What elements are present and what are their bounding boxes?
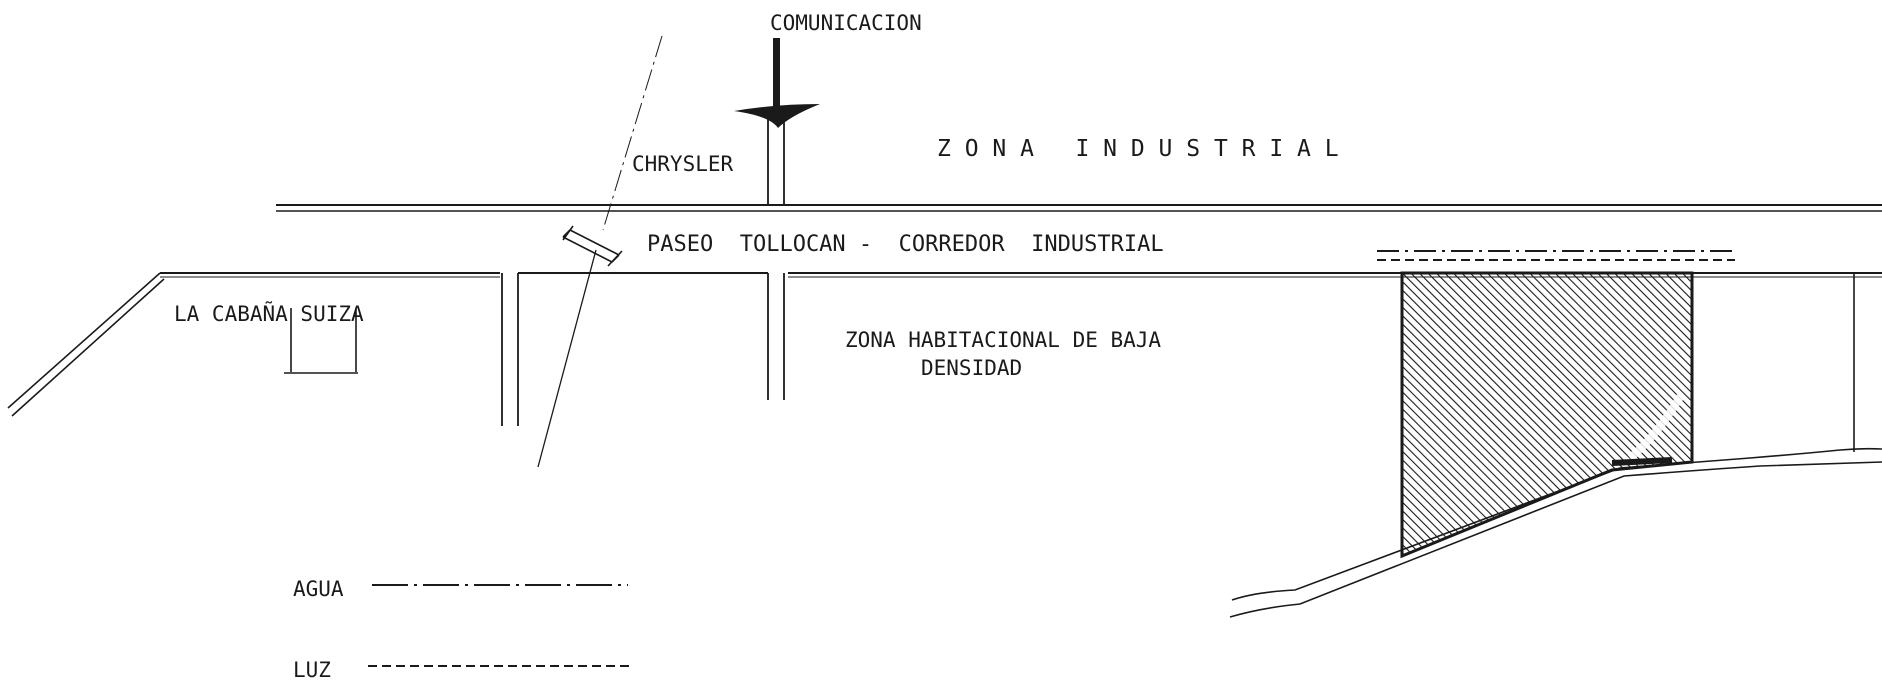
lot-utility-lines bbox=[1377, 250, 1735, 261]
la-cabana-suiza-label: LA CABAÑA SUIZA bbox=[174, 300, 364, 326]
zona-industrial-label: Z O N A I N D U S T R I A L bbox=[937, 136, 1339, 162]
chrysler-access-street bbox=[767, 119, 785, 400]
paseo-tollocan-road bbox=[160, 204, 1882, 278]
legend-agua-label: AGUA bbox=[293, 577, 344, 601]
legend: AGUA LUZ bbox=[293, 577, 634, 682]
chrysler-label: CHRYSLER bbox=[632, 152, 734, 176]
diagonal-boundary-dashed bbox=[537, 35, 663, 468]
cross-street bbox=[501, 273, 519, 426]
zona-habitacional-label-line2: DENSIDAD bbox=[921, 356, 1022, 380]
comunicacion-arrow bbox=[734, 38, 820, 128]
legend-luz-label: LUZ bbox=[293, 658, 331, 682]
paseo-tollocan-label: PASEO TOLLOCAN - CORREDOR INDUSTRIAL bbox=[647, 232, 1164, 257]
diagonal-road-left bbox=[7, 272, 165, 417]
legend-item-luz: LUZ bbox=[293, 658, 634, 682]
terrain-slope-lines bbox=[1229, 447, 1882, 618]
hatched-lot bbox=[1400, 271, 1694, 559]
comunicacion-label: COMUNICACION bbox=[770, 11, 922, 35]
bridge-symbol bbox=[562, 225, 623, 267]
legend-item-agua: AGUA bbox=[293, 577, 628, 601]
la-cabana-suiza-block bbox=[284, 308, 358, 374]
zona-habitacional-label-line1: ZONA HABITACIONAL DE BAJA bbox=[845, 328, 1161, 352]
